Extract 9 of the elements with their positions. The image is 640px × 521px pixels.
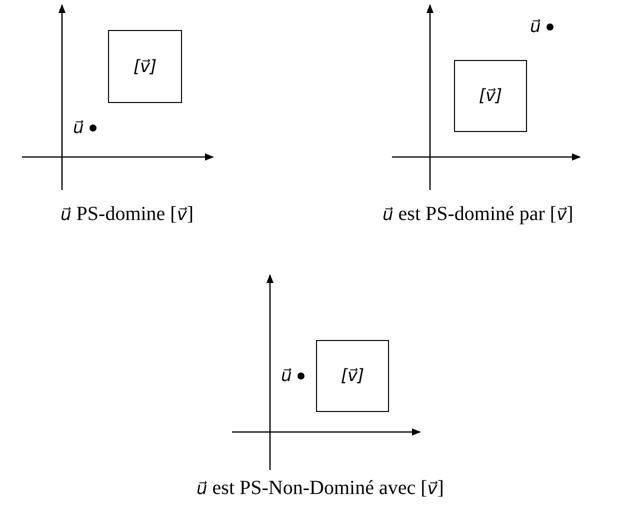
interval-label: [v⃗] [340,366,364,386]
caption: u⃗ PS-domine [v⃗] [60,202,194,226]
interval-box [316,340,389,412]
interval-label: [v⃗] [478,86,502,106]
interval-box [108,30,182,103]
interval-box [454,60,527,132]
interval-label: [v⃗] [133,56,157,76]
caption: u⃗ est PS-dominé par [v⃗] [382,202,574,226]
caption: u⃗ est PS-Non-Dominé avec [v⃗] [196,476,444,500]
